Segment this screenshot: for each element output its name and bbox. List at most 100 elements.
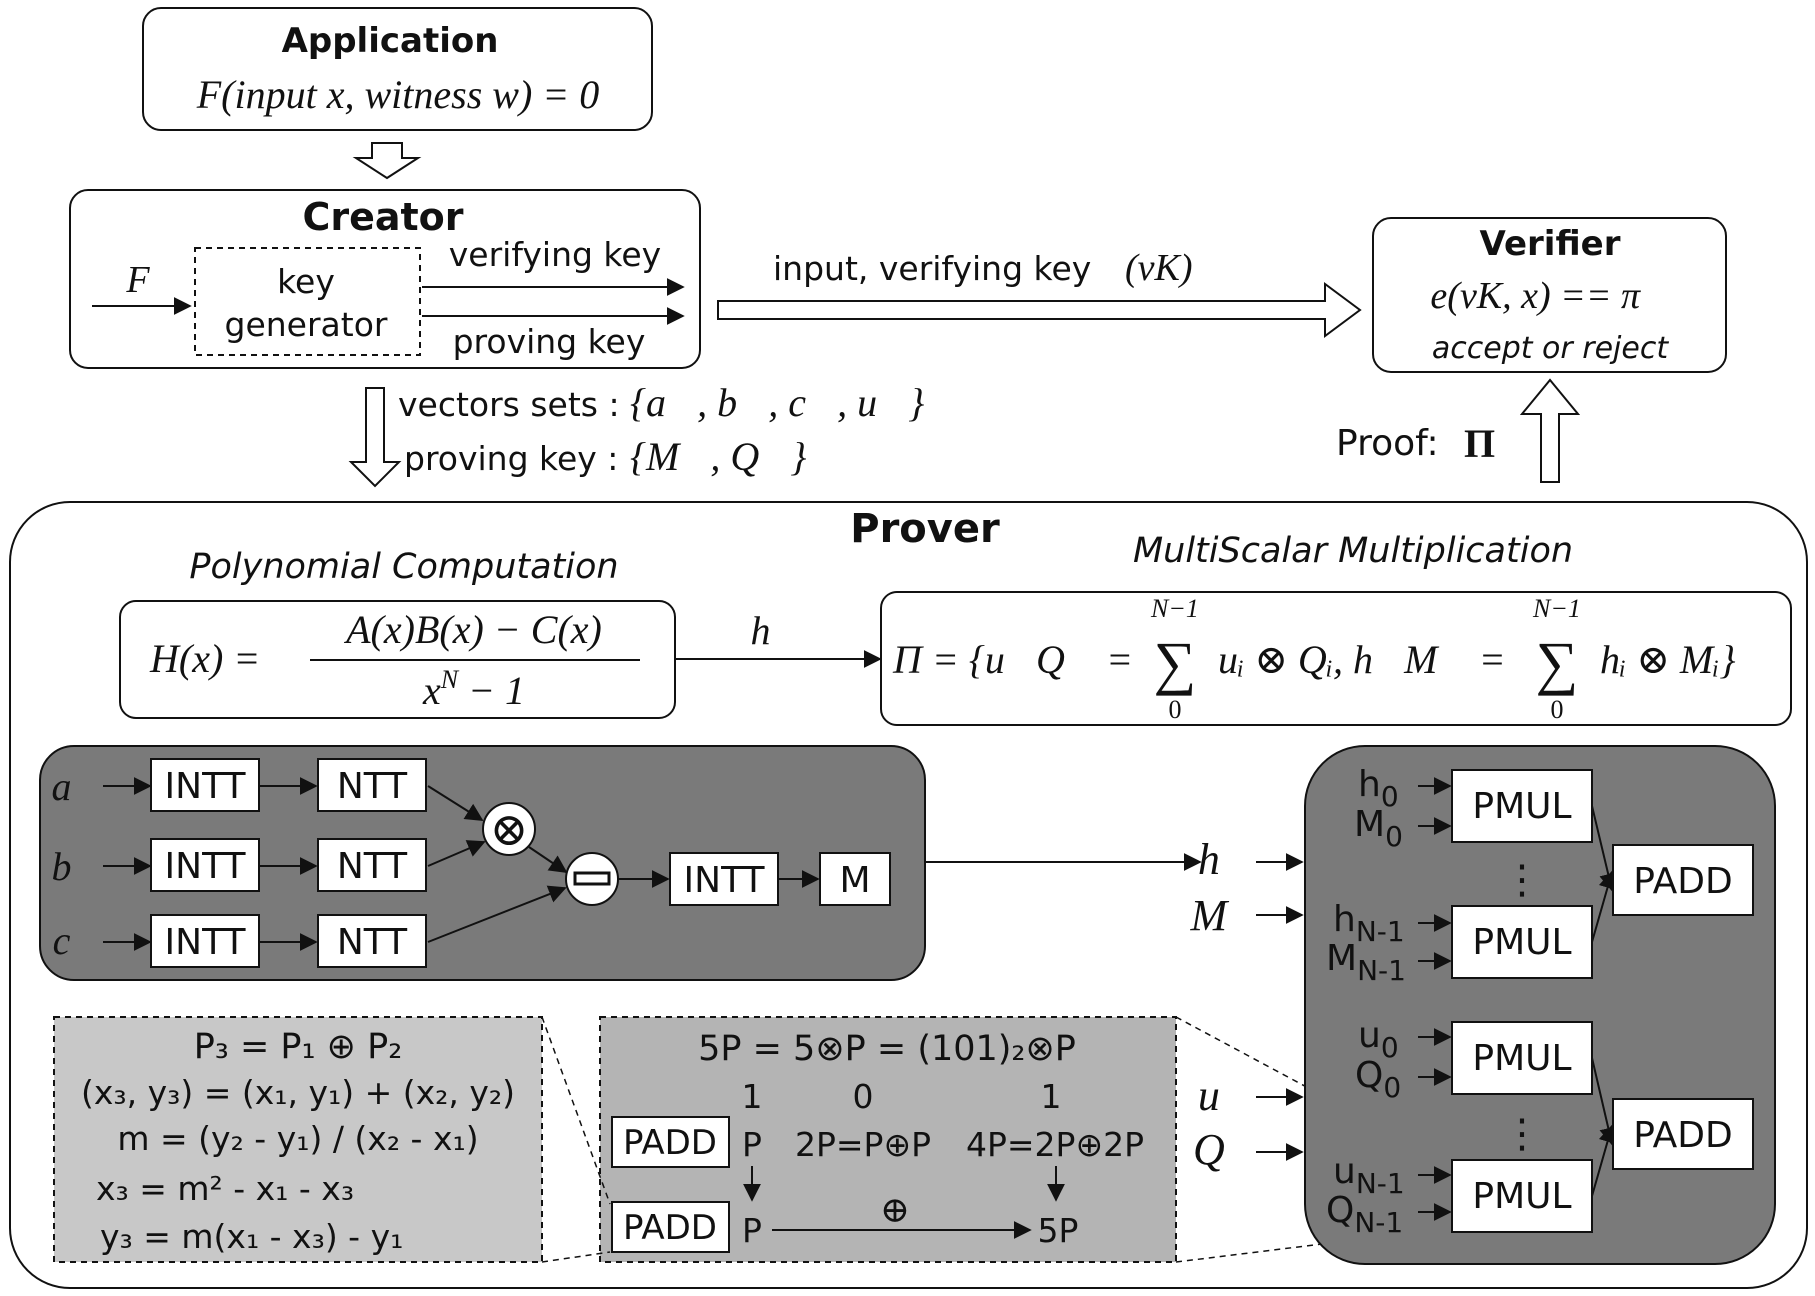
creator-to-verifier-symbol: (vK) xyxy=(1125,247,1193,289)
application-box: Application F(input x, witness w) = 0 xyxy=(142,7,653,131)
creator-box: Creator F key generator verifying key pr… xyxy=(69,189,701,369)
h-denominator-rest: − 1 xyxy=(458,668,525,713)
result-5p: 5P xyxy=(1038,1211,1079,1250)
pmul1-input-a: h xyxy=(1358,764,1381,805)
svg-text:Q0: Q0 xyxy=(1355,1055,1401,1104)
padd-detail-panel: P₃ = P₁ ⊕ P₂ (x₃, y₃) = (x₁, y₁) + (x₂, … xyxy=(53,1016,543,1263)
ntt-pipeline-panel: a⃗ INTT NTT b⃗ INTT NTT c⃗ INTT NTT ⊗ xyxy=(39,745,926,981)
pmul3-input-a-sub: 0 xyxy=(1381,1031,1399,1064)
msm-input-m: M⃗ xyxy=(1190,891,1262,940)
pmul-detail-panel: 5P = 5⊗P = (101)₂⊗P 1 0 1 PADD P 2P=P⊕P … xyxy=(599,1016,1177,1263)
padd-label-bottom: PADD xyxy=(1633,1115,1732,1156)
pmul2-input-a: h xyxy=(1333,899,1356,940)
pmul-box-4 xyxy=(1451,1159,1593,1233)
padd-box-bottom xyxy=(1612,1098,1754,1170)
proving-key-set-label: proving key : xyxy=(404,439,618,478)
pmul-box-3 xyxy=(1451,1021,1593,1095)
svg-text:xN − 1: xN − 1 xyxy=(422,665,525,713)
msm-sum2-sigma: ∑ xyxy=(1536,630,1579,696)
padd-small-label-2: PADD xyxy=(623,1208,717,1248)
h-vec-label: h⃗ xyxy=(750,608,801,653)
p-label-2: P xyxy=(742,1211,762,1250)
final-intt-label: INTT xyxy=(684,860,766,901)
pmul2-input-b: M xyxy=(1326,938,1357,979)
padd-detail-line3: m = (y₂ - y₁) / (x₂ - x₁) xyxy=(117,1119,478,1158)
msm-term2: hᵢ ⊗ Mᵢ} xyxy=(1600,637,1736,682)
msm-term1: uᵢ ⊗ Qᵢ, h⃗M⃗ = xyxy=(1218,637,1506,682)
padd-small-box-2 xyxy=(611,1201,730,1253)
ntt-box-c xyxy=(317,914,427,968)
pmul4-input-b: Q xyxy=(1326,1190,1354,1231)
msm-sum1-upper: N−1 xyxy=(1150,594,1199,623)
svg-text:uN-1: uN-1 xyxy=(1333,1151,1405,1200)
h-numerator: A(x)B(x) − C(x) xyxy=(343,607,602,652)
verifier-title: Verifier xyxy=(1480,224,1621,264)
key-generator-box xyxy=(194,247,421,356)
keygen-line1: key xyxy=(277,262,335,301)
m-label: M xyxy=(839,860,870,901)
creator-to-verifier-label: input, verifying key xyxy=(773,249,1091,288)
svg-text:h0: h0 xyxy=(1358,764,1399,813)
app-to-creator-arrow xyxy=(352,142,422,180)
padd-small-box-1 xyxy=(611,1116,730,1168)
msm-formula-box: Π = {u⃗Q⃗ = N−1 ∑ 0 uᵢ ⊗ Qᵢ, h⃗M⃗ = N−1 … xyxy=(880,591,1792,726)
intt-label-b: INTT xyxy=(165,846,247,887)
pmul1-input-b-sub: 0 xyxy=(1385,820,1403,853)
proof-label: Proof: xyxy=(1336,423,1439,464)
pmul4-input-a-sub: N-1 xyxy=(1356,1167,1405,1200)
poly-heading: Polynomial Computation xyxy=(189,547,618,587)
verifier-formula: e(vK, x) == π⃗ xyxy=(1430,275,1669,317)
pmul3-input-a: u xyxy=(1358,1015,1381,1056)
pmul-label-4: PMUL xyxy=(1472,1176,1571,1217)
padd-box-top xyxy=(1612,844,1754,916)
msm-input-q: Q⃗ xyxy=(1193,1125,1259,1174)
dots-2: ⋮ xyxy=(1502,1111,1542,1157)
padd-label-top: PADD xyxy=(1633,861,1732,902)
pmul2-input-a-sub: N-1 xyxy=(1356,915,1405,948)
proof-symbol: Π xyxy=(1464,421,1495,466)
msm-sum2-upper: N−1 xyxy=(1532,594,1581,623)
dots-1: ⋮ xyxy=(1502,857,1542,903)
p-label: P xyxy=(742,1125,762,1164)
pmul-detail-title: 5P = 5⊗P = (101)₂⊗P xyxy=(698,1029,1076,1069)
padd-detail-line5: y₃ = m(x₁ - x₃) - y₁ xyxy=(100,1217,403,1256)
pmul-label-2: PMUL xyxy=(1472,922,1571,963)
pmul1-input-b: M xyxy=(1354,804,1385,845)
pmul-label-3: PMUL xyxy=(1472,1038,1571,1079)
padd-detail-line4: x₃ = m² - x₁ - x₃ xyxy=(96,1169,354,1208)
msm-formula-start: Π = {u⃗Q⃗ = xyxy=(892,637,1133,682)
m-box xyxy=(819,852,891,906)
ntt-label-b: NTT xyxy=(337,846,408,887)
bit-1: 1 xyxy=(742,1077,763,1116)
intt-label-c: INTT xyxy=(165,922,247,963)
msm-sum1-lower: 0 xyxy=(1169,695,1182,724)
padd-detail-line2: (x₃, y₃) = (x₁, y₁) + (x₂, y₂) xyxy=(81,1073,515,1112)
bit-0: 0 xyxy=(853,1077,874,1116)
creator-to-verifier-arrow xyxy=(717,282,1362,338)
creator-to-prover-arrow xyxy=(348,387,402,488)
multiply-symbol: ⊗ xyxy=(490,804,529,855)
four-p-label: 4P=2P⊕2P xyxy=(966,1125,1144,1164)
verifying-key-label: verifying key xyxy=(449,235,661,274)
msm-heading: MultiScalar Multiplication xyxy=(1133,531,1573,571)
pmul-box-2 xyxy=(1451,905,1593,979)
proof-arrow xyxy=(1519,378,1581,483)
input-c: c⃗ xyxy=(53,918,102,963)
h-denominator-exp: N xyxy=(440,665,460,694)
multiply-node xyxy=(482,802,536,856)
input-b: b⃗ xyxy=(51,844,102,889)
pmul4-input-b-sub: N-1 xyxy=(1354,1206,1403,1239)
h-formula-box: H(x) = A(x)B(x) − C(x) xN − 1 xyxy=(119,600,676,719)
pmul-label-1: PMUL xyxy=(1472,786,1571,827)
h-formula-lhs: H(x) = xyxy=(149,636,260,681)
creator-title: Creator xyxy=(302,195,463,239)
proving-key-set: {M⃗, Q⃗} xyxy=(630,434,806,479)
intt-label-a: INTT xyxy=(165,766,247,807)
ntt-box-b xyxy=(317,838,427,892)
svg-text:hN-1: hN-1 xyxy=(1333,899,1405,948)
bit-2: 1 xyxy=(1041,1077,1062,1116)
prover-title: Prover xyxy=(850,506,1000,552)
creator-input-label: F xyxy=(125,259,150,301)
msm-sum1-sigma: ∑ xyxy=(1154,630,1197,696)
vectors-set: {a⃗, b⃗, c⃗, u⃗} xyxy=(630,380,924,425)
